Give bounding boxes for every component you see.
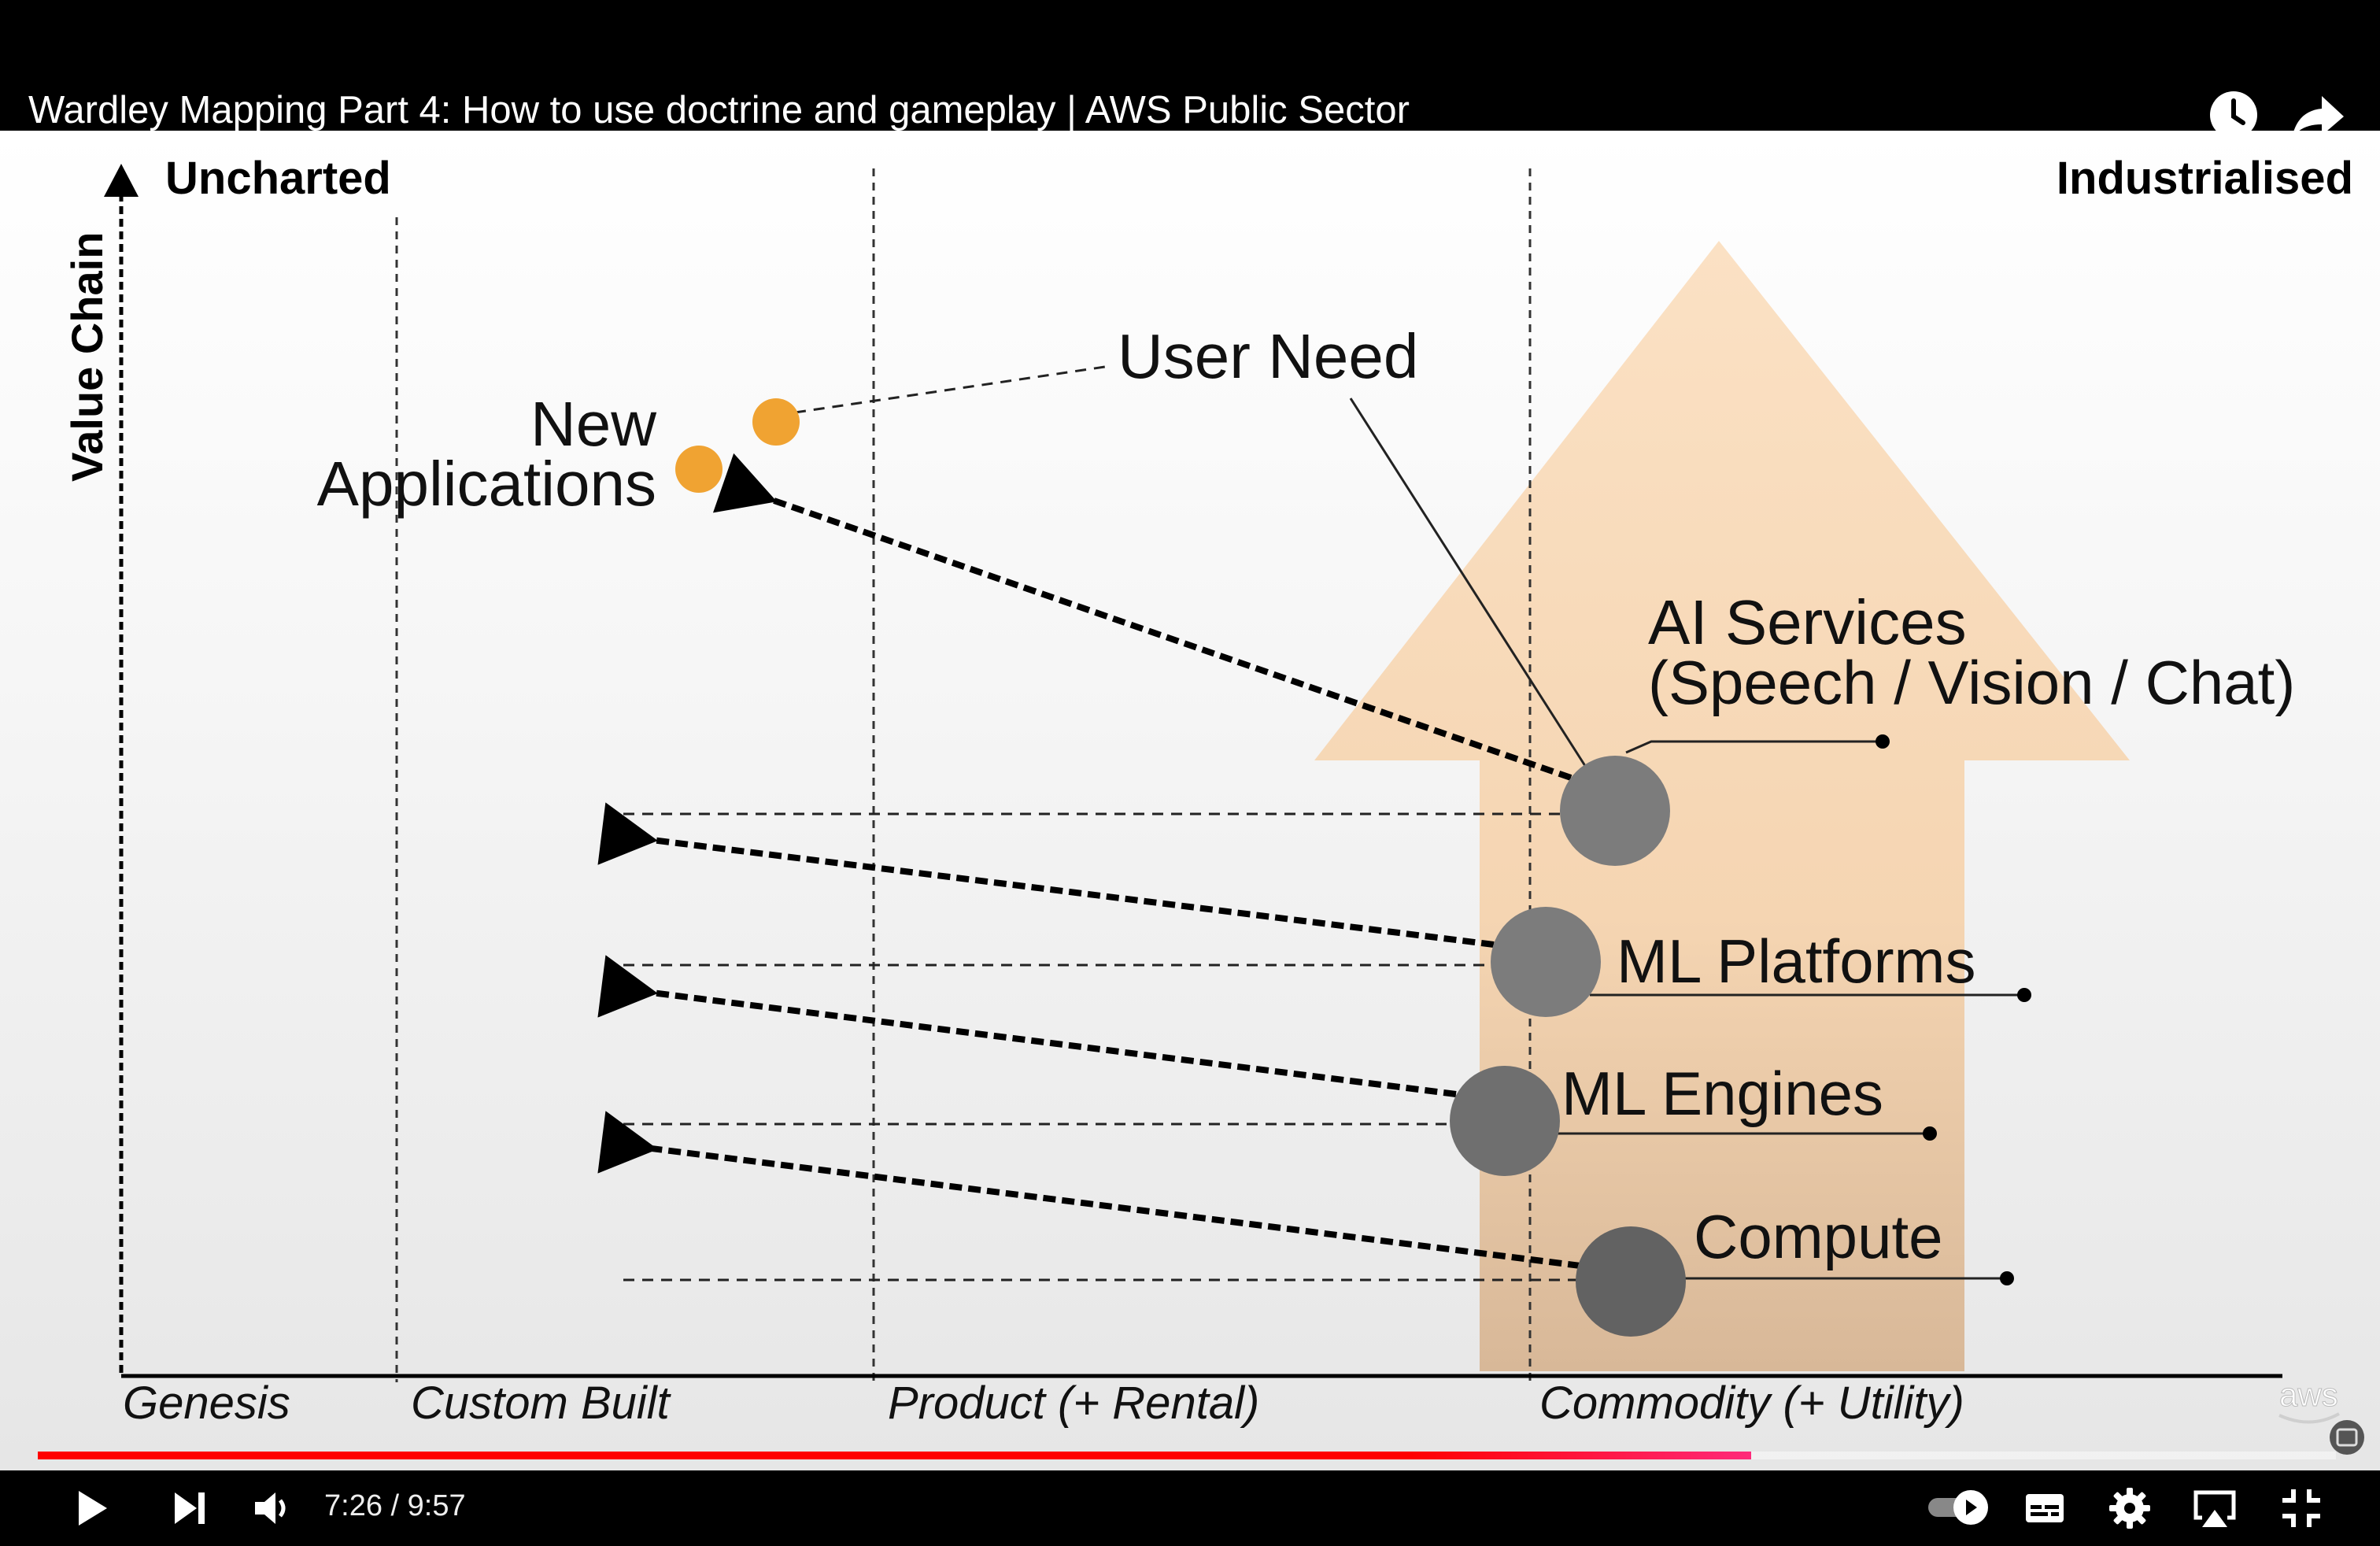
- settings-icon: [2109, 1488, 2150, 1529]
- share-icon: [2292, 96, 2344, 139]
- ai-services-label-2: (Speech / Vision / Chat): [1648, 648, 2295, 717]
- connectors: [794, 365, 2024, 1280]
- ai-services-label-1: AI Services: [1648, 587, 1967, 657]
- volume-icon: [255, 1492, 286, 1524]
- aws-smile-icon: [2278, 1412, 2340, 1424]
- ai-services-node: [1560, 756, 1670, 866]
- progress-bar[interactable]: [38, 1452, 2336, 1459]
- connector-dots: [1876, 734, 2031, 1285]
- ml-engines-node: [1450, 1066, 1560, 1176]
- settings-button[interactable]: [2101, 1480, 2158, 1537]
- airplay-icon: [2193, 1490, 2236, 1527]
- stage-genesis: Genesis: [123, 1378, 290, 1429]
- play-button[interactable]: [63, 1480, 120, 1537]
- reference-lines: [623, 812, 1582, 1282]
- exit-fullscreen-button[interactable]: [2273, 1480, 2330, 1537]
- chapter-badge-icon: [2330, 1420, 2364, 1455]
- compute-label: Compute: [1694, 1202, 1943, 1271]
- watch-later-icon: [2210, 91, 2257, 139]
- new-applications-label-2: Applications: [317, 449, 656, 519]
- subtitles-icon: [2026, 1494, 2064, 1522]
- subtitles-button[interactable]: [2016, 1480, 2073, 1537]
- video-frame[interactable]: Value Chain Uncharted Industrialised Gen…: [0, 131, 2380, 1470]
- duration: 9:57: [407, 1489, 466, 1522]
- user-need-label: User Need: [1118, 321, 1418, 391]
- y-axis-arrowhead: [104, 164, 139, 197]
- volume-button[interactable]: [244, 1480, 301, 1537]
- ml-engines-label: ML Engines: [1561, 1059, 1883, 1128]
- y-axis-label: Value Chain: [62, 232, 112, 482]
- time-display: 7:26 / 9:57: [324, 1489, 466, 1523]
- player-controls: 7:26 / 9:57: [0, 1470, 2380, 1546]
- watch-later-button[interactable]: [2204, 85, 2264, 145]
- autoplay-toggle[interactable]: [1927, 1480, 1993, 1537]
- top-right-label: Industrialised: [2057, 153, 2353, 204]
- ml-platforms-label: ML Platforms: [1617, 926, 1976, 996]
- movement-arrows: [597, 453, 1581, 1269]
- wardley-map: Value Chain Uncharted Industrialised Gen…: [62, 153, 2364, 1455]
- ml-platforms-node: [1491, 907, 1601, 1017]
- next-button[interactable]: [161, 1480, 217, 1537]
- stage-custom-built: Custom Built: [411, 1378, 672, 1429]
- progress-played: [38, 1452, 1752, 1459]
- next-icon: [175, 1492, 205, 1524]
- exit-fullscreen-icon: [2282, 1489, 2320, 1527]
- current-time: 7:26: [324, 1489, 382, 1522]
- stage-dividers: [395, 168, 1532, 1382]
- new-applications-label-1: New: [530, 389, 656, 459]
- play-icon: [79, 1491, 107, 1526]
- user-need-node: [752, 398, 800, 446]
- airplay-button[interactable]: [2186, 1480, 2243, 1537]
- video-title[interactable]: Wardley Mapping Part 4: How to use doctr…: [28, 89, 1410, 131]
- autoplay-toggle-icon: [1928, 1490, 1988, 1525]
- stage-commodity: Commodity (+ Utility): [1539, 1378, 1964, 1429]
- top-left-label: Uncharted: [165, 153, 391, 204]
- compute-node: [1576, 1226, 1686, 1337]
- time-separator: /: [382, 1489, 408, 1522]
- aws-watermark: aws: [2279, 1376, 2338, 1413]
- stage-product: Product (+ Rental): [888, 1378, 1259, 1429]
- video-title-bar: Wardley Mapping Part 4: How to use doctr…: [0, 0, 2380, 139]
- new-applications-node: [675, 446, 722, 493]
- share-button[interactable]: [2289, 85, 2349, 145]
